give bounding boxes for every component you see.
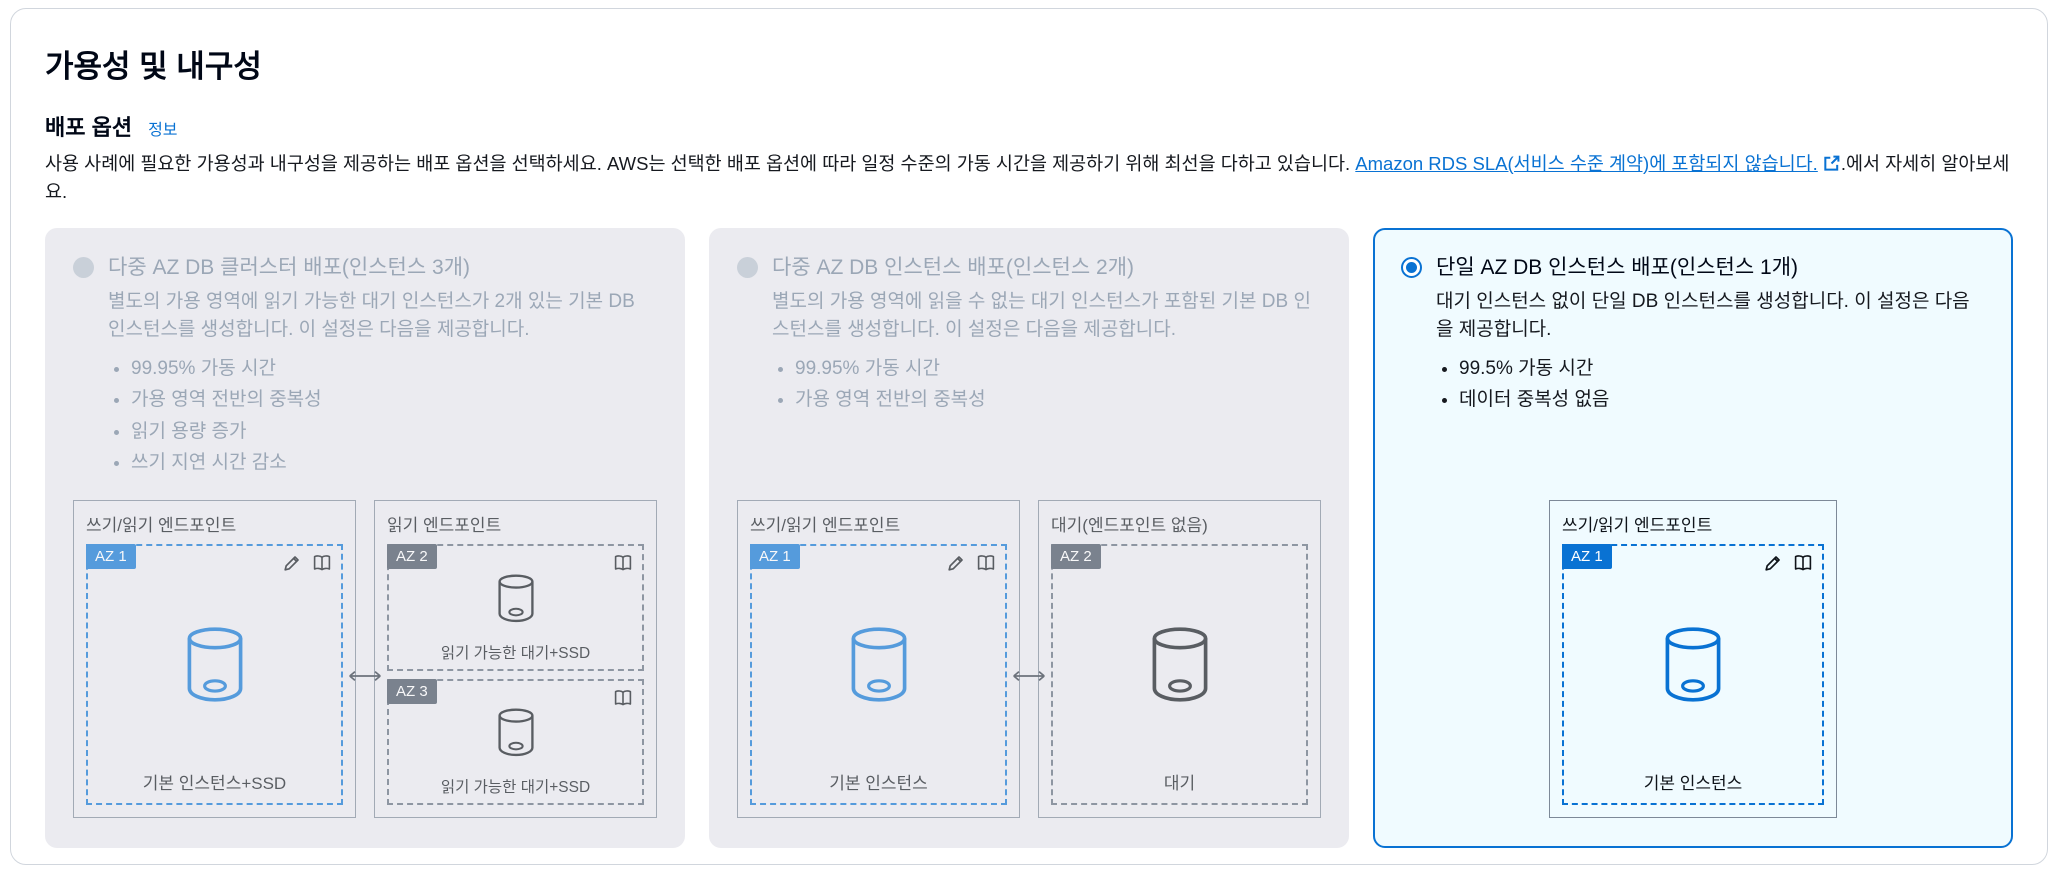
deployment-options-header: 배포 옵션 정보: [45, 110, 2013, 142]
az-zone-primary: AZ 1 기본 인스턴스: [1562, 544, 1824, 806]
panel-title: 쓰기/읽기 엔드포인트: [1562, 516, 1713, 536]
benefit-item: 99.5% 가동 시간: [1459, 354, 1985, 383]
radio-single-az-db-instance[interactable]: [1401, 257, 1422, 279]
db-cylinder-icon: [840, 625, 918, 703]
book-icon: [1793, 553, 1813, 573]
db-cylinder-icon: [491, 707, 541, 757]
read-endpoint-panel: 읽기 엔드포인트 AZ 2 읽기 가능한 대기+SSD AZ 3: [374, 500, 657, 819]
benefit-item: 데이터 중복성 없음: [1459, 385, 1985, 414]
external-link-icon: [1822, 154, 1841, 173]
az-zone-readable-standby-2: AZ 3 읽기 가능한 대기+SSD: [387, 678, 644, 806]
option-head: 다중 AZ DB 클러스터 배포(인스턴스 3개): [73, 254, 657, 282]
az-badge: AZ 3: [387, 678, 437, 704]
endpoint-icons: [613, 553, 633, 573]
instance-label: 기본 인스턴스+SSD: [142, 774, 287, 794]
option-head: 다중 AZ DB 인스턴스 배포(인스턴스 2개): [737, 254, 1321, 282]
option-title: 다중 AZ DB 인스턴스 배포(인스턴스 2개): [772, 256, 1135, 280]
az-zone-standby: AZ 2 대기: [1051, 544, 1308, 806]
deployment-diagram: 쓰기/읽기 엔드포인트 AZ 1 기본 인스턴스 대기(엔드포인트 없음): [737, 500, 1321, 819]
page-title: 가용성 및 내구성: [45, 49, 262, 84]
book-icon: [976, 553, 996, 573]
deployment-diagram: 쓰기/읽기 엔드포인트 AZ 1 기본 인스턴스: [1401, 500, 1985, 819]
az-zone-primary: AZ 1 기본 인스턴스+SSD: [86, 544, 343, 806]
option-card-single-az-db-instance[interactable]: 단일 AZ DB 인스턴스 배포(인스턴스 1개) 대기 인스턴스 없이 단일 …: [1373, 228, 2013, 849]
endpoint-icons: [282, 553, 332, 573]
book-icon: [312, 553, 332, 573]
deployment-options-label: 배포 옵션: [45, 115, 133, 140]
benefit-item: 가용 영역 전반의 중복성: [131, 385, 657, 414]
az-zone-primary: AZ 1 기본 인스턴스: [750, 544, 1007, 806]
az-badge: AZ 1: [86, 544, 136, 570]
option-title: 다중 AZ DB 클러스터 배포(인스턴스 3개): [108, 256, 471, 280]
availability-durability-panel: 가용성 및 내구성 배포 옵션 정보 사용 사례에 필요한 가용성과 내구성을 …: [10, 8, 2048, 865]
write-read-endpoint-panel: 쓰기/읽기 엔드포인트 AZ 1 기본 인스턴스: [1549, 500, 1837, 819]
db-cylinder-icon: [491, 573, 541, 623]
benefit-item: 쓰기 지연 시간 감소: [131, 448, 657, 477]
description-text-before: 사용 사례에 필요한 가용성과 내구성을 제공하는 배포 옵션을 선택하세요. …: [45, 153, 1356, 174]
benefit-item: 가용 영역 전반의 중복성: [795, 385, 1321, 414]
db-cylinder-icon: [1654, 625, 1732, 703]
book-icon: [613, 553, 633, 573]
pencil-icon: [282, 553, 302, 573]
az-badge: AZ 1: [1562, 544, 1612, 570]
endpoint-icons: [613, 688, 633, 708]
sla-link-text: Amazon RDS SLA(서비스 수준 계약)에 포함되지 않습니다.: [1355, 153, 1818, 174]
description-text-after: .에서 자세히 알아보세요.: [45, 153, 2010, 203]
az-zone-readable-standby-1: AZ 2 읽기 가능한 대기+SSD: [387, 544, 644, 671]
option-benefits: 99.95% 가동 시간 가용 영역 전반의 중복성: [737, 352, 1321, 417]
double-arrow-icon: [1008, 668, 1050, 684]
endpoint-icons: [1763, 553, 1813, 573]
option-head: 단일 AZ DB 인스턴스 배포(인스턴스 1개): [1401, 254, 1985, 282]
panel-title: 쓰기/읽기 엔드포인트: [86, 516, 237, 536]
write-read-endpoint-panel: 쓰기/읽기 엔드포인트 AZ 1 기본 인스턴스+SSD: [73, 500, 356, 819]
option-description: 별도의 가용 영역에 읽을 수 없는 대기 인스턴스가 포함된 기본 DB 인스…: [772, 290, 1311, 340]
option-benefits: 99.5% 가동 시간 데이터 중복성 없음: [1401, 352, 1985, 417]
panel-title: 대기(엔드포인트 없음): [1051, 516, 1208, 536]
benefit-item: 99.95% 가동 시간: [795, 354, 1321, 383]
info-link[interactable]: 정보: [148, 122, 178, 139]
deployment-option-cards: 다중 AZ DB 클러스터 배포(인스턴스 3개) 별도의 가용 영역에 읽기 …: [45, 228, 2013, 849]
instance-label: 읽기 가능한 대기+SSD: [440, 779, 591, 797]
instance-label: 읽기 가능한 대기+SSD: [440, 644, 591, 662]
double-arrow-icon: [344, 668, 386, 684]
write-read-endpoint-panel: 쓰기/읽기 엔드포인트 AZ 1 기본 인스턴스: [737, 500, 1020, 819]
db-cylinder-icon: [1141, 625, 1219, 703]
benefit-item: 읽기 용량 증가: [131, 417, 657, 446]
radio-multi-az-db-cluster[interactable]: [73, 257, 94, 279]
deployment-diagram: 쓰기/읽기 엔드포인트 AZ 1 기본 인스턴스+SSD 읽기 엔드포인트: [73, 500, 657, 819]
sla-link[interactable]: Amazon RDS SLA(서비스 수준 계약)에 포함되지 않습니다.: [1355, 153, 1841, 174]
section-description: 사용 사례에 필요한 가용성과 내구성을 제공하는 배포 옵션을 선택하세요. …: [45, 150, 2013, 206]
db-cylinder-icon: [176, 625, 254, 703]
instance-label: 기본 인스턴스: [1643, 774, 1743, 794]
instance-label: 기본 인스턴스: [829, 774, 928, 794]
option-title: 단일 AZ DB 인스턴스 배포(인스턴스 1개): [1436, 256, 1799, 280]
az-badge: AZ 2: [1051, 544, 1101, 570]
book-icon: [613, 688, 633, 708]
endpoint-icons: [946, 553, 996, 573]
benefit-item: 99.95% 가동 시간: [131, 354, 657, 383]
option-benefits: 99.95% 가동 시간 가용 영역 전반의 중복성 읽기 용량 증가 쓰기 지…: [73, 352, 657, 480]
option-description: 대기 인스턴스 없이 단일 DB 인스턴스를 생성합니다. 이 설정은 다음을 …: [1436, 290, 1970, 340]
option-description: 별도의 가용 영역에 읽기 가능한 대기 인스턴스가 2개 있는 기본 DB 인…: [108, 290, 635, 340]
option-card-multi-az-db-cluster[interactable]: 다중 AZ DB 클러스터 배포(인스턴스 3개) 별도의 가용 영역에 읽기 …: [45, 228, 685, 849]
pencil-icon: [946, 553, 966, 573]
panel-title: 읽기 엔드포인트: [387, 516, 502, 536]
pencil-icon: [1763, 553, 1783, 573]
az-badge: AZ 2: [387, 544, 437, 570]
standby-panel: 대기(엔드포인트 없음) AZ 2 대기: [1038, 500, 1321, 819]
az-badge: AZ 1: [750, 544, 800, 570]
radio-multi-az-db-instance[interactable]: [737, 257, 758, 279]
panel-title: 쓰기/읽기 엔드포인트: [750, 516, 901, 536]
instance-label: 대기: [1163, 774, 1196, 794]
option-card-multi-az-db-instance[interactable]: 다중 AZ DB 인스턴스 배포(인스턴스 2개) 별도의 가용 영역에 읽을 …: [709, 228, 1349, 849]
